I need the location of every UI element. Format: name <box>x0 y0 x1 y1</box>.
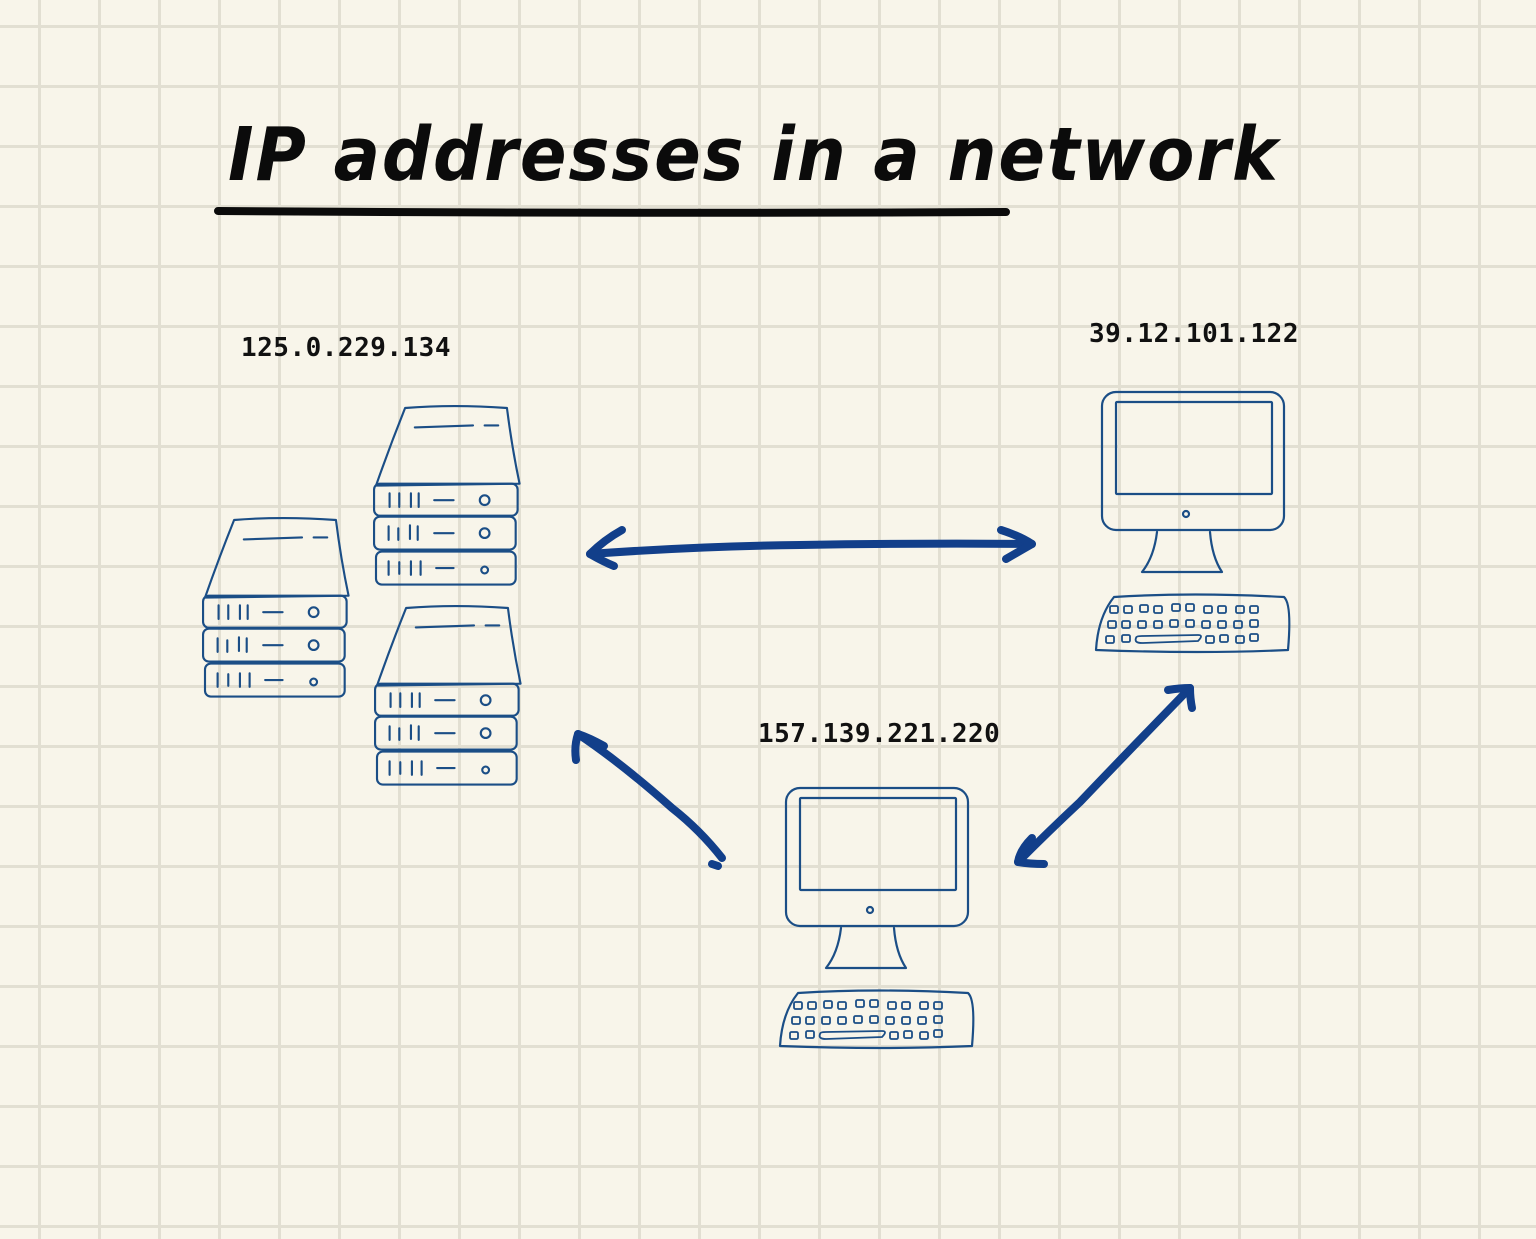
server-cluster <box>201 404 522 786</box>
title-underline <box>214 207 1010 217</box>
server-icon <box>373 604 522 786</box>
arrow-computer-bottom-to-servers <box>571 730 726 870</box>
computer-bottom-ip-label: 157.139.221.220 <box>758 719 1001 749</box>
computer-right-ip-label: 39.12.101.122 <box>1089 319 1299 349</box>
server-icon <box>201 516 350 698</box>
computer-right-icon <box>1094 390 1291 654</box>
arrow-computer-bottom-to-computer-right <box>1014 684 1196 868</box>
computer-bottom-icon <box>778 786 975 1050</box>
diagram-title: IP addresses in a network <box>228 112 1280 198</box>
server-ip-label: 125.0.229.134 <box>241 333 451 363</box>
server-icon <box>372 404 521 586</box>
arrow-servers-to-computer-right <box>586 526 1036 570</box>
